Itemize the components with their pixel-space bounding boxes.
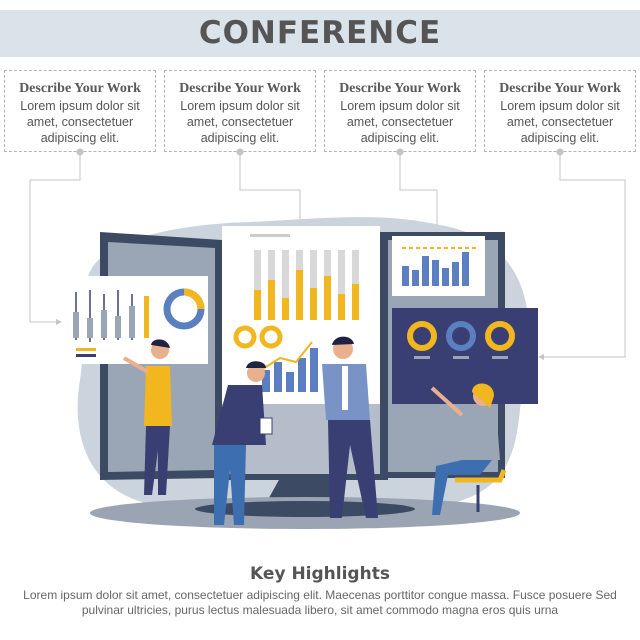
card-line: adipiscing elit.	[200, 131, 280, 145]
card-line: adipiscing elit.	[360, 131, 440, 145]
card-line: amet, consectetuer	[186, 115, 294, 129]
card-1[interactable]: Describe Your Work Lorem ipsum dolor sit…	[4, 70, 156, 152]
bar-chart-panel-center	[222, 226, 380, 404]
card-line: adipiscing elit.	[520, 131, 600, 145]
card-title: Describe Your Work	[339, 81, 461, 96]
card-line: adipiscing elit.	[40, 131, 120, 145]
card-title: Describe Your Work	[179, 81, 301, 96]
bar-chart-panel-right	[392, 236, 485, 296]
person-man-center-left	[212, 361, 273, 525]
highlights-line: Sed pulvinar ultricies, purus lectus mal…	[81, 588, 617, 617]
person-woman-right	[430, 383, 507, 515]
card-line: Lorem ipsum dolor sit	[500, 99, 620, 113]
connector-dots	[56, 148, 564, 360]
key-highlights-title: Key Highlights	[250, 564, 390, 584]
highlights-line: Lorem ipsum dolor sit amet, consectetuer…	[23, 588, 593, 602]
card-line: amet, consectetuer	[506, 115, 614, 129]
page-title: CONFERENCE	[198, 15, 442, 51]
card-line: Lorem ipsum dolor sit	[20, 99, 140, 113]
donut-panel	[392, 308, 538, 404]
person-man-center	[322, 336, 378, 518]
person-woman-left	[122, 339, 172, 495]
highlights-body: Lorem ipsum dolor sit amet, consectetuer…	[8, 588, 632, 618]
chart-panel-left	[66, 276, 208, 364]
card-title: Describe Your Work	[499, 81, 621, 96]
card-2[interactable]: Describe Your Work Lorem ipsum dolor sit…	[164, 70, 316, 152]
conference-illustration	[29, 148, 626, 529]
card-title: Describe Your Work	[19, 81, 141, 96]
card-line: amet, consectetuer	[26, 115, 134, 129]
card-line: Lorem ipsum dolor sit	[180, 99, 300, 113]
card-4[interactable]: Describe Your Work Lorem ipsum dolor sit…	[484, 70, 636, 152]
card-line: Lorem ipsum dolor sit	[340, 99, 460, 113]
card-line: amet, consectetuer	[346, 115, 454, 129]
title-band	[0, 10, 640, 57]
connector-lines	[29, 152, 626, 358]
